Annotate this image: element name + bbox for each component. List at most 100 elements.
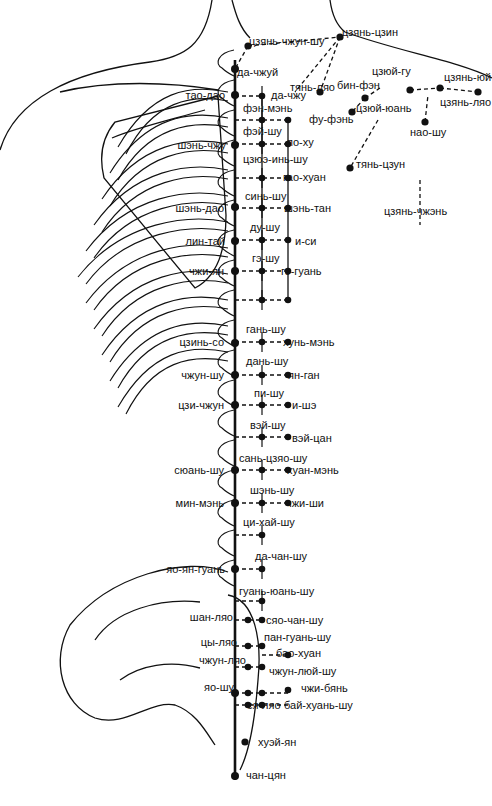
rib — [102, 177, 228, 232]
meridian-line — [234, 60, 237, 780]
acupoint-dot — [346, 164, 353, 171]
point-label: чжи-ши — [286, 498, 324, 509]
acupoint-dot — [259, 434, 266, 441]
acupoint-dot — [231, 91, 239, 99]
acupoint-dot — [259, 141, 266, 148]
acupoint-dot — [474, 88, 481, 95]
acupoint-dot — [259, 402, 266, 409]
acupoint-dot — [231, 203, 239, 211]
rib — [126, 99, 228, 154]
point-label: цзянь-ляо — [440, 97, 491, 108]
point-label: гуань-юань-шу — [239, 586, 314, 597]
point-label: фэй-шу — [243, 126, 282, 137]
acupoint-dot — [436, 84, 443, 91]
point-label: и-шэ — [292, 400, 316, 411]
acupoint-dot — [231, 401, 239, 409]
acupoint-dot — [231, 141, 239, 149]
point-label: да-чжу — [271, 90, 306, 101]
point-label: цзянь-чжэнь — [384, 206, 447, 217]
point-label: бин-фэн — [337, 80, 380, 91]
acupoint-dot — [231, 565, 239, 573]
acupoint-dot — [259, 500, 266, 507]
point-label: вэй-шу — [250, 420, 286, 431]
point-label: да-чан-шу — [255, 551, 307, 562]
acupoint-dot — [245, 643, 252, 650]
vertebra — [218, 410, 234, 436]
point-label: цзюй-юань — [356, 103, 411, 114]
point-label: фэн-мэнь — [243, 103, 292, 114]
acupoint-dot — [259, 117, 266, 124]
point-label: гэ-шу — [252, 253, 280, 264]
point-label: ду-шу — [250, 222, 280, 233]
point-label: да-чжуй — [237, 67, 278, 78]
vertebra — [218, 440, 234, 466]
acupoint-dot — [245, 690, 252, 697]
vertebra — [218, 170, 234, 196]
rib — [94, 203, 228, 258]
acupoint-dot — [259, 532, 266, 539]
acupoint-dot — [259, 467, 266, 474]
acupoint-dot — [421, 118, 428, 125]
point-label: лин-тай — [186, 236, 225, 247]
point-label: тао-дао — [186, 90, 225, 101]
acupoint-dot — [285, 117, 292, 124]
point-label: яо-ян-гуань — [166, 564, 225, 575]
point-label: сюань-шу — [174, 465, 224, 476]
body-outline — [0, 0, 492, 770]
point-label: чан-цян — [246, 770, 286, 781]
point-label: бай-хуань-шу — [284, 700, 353, 711]
rib — [94, 255, 228, 310]
point-label: мин-мэнь — [176, 498, 224, 509]
acupoint-dot — [241, 738, 248, 745]
dashed-meridian — [235, 95, 262, 96]
point-label: цзюэ-инь-шу — [243, 154, 308, 165]
point-label: бао-хуан — [276, 648, 321, 659]
dashed-meridian — [248, 37, 340, 46]
acupoint-dot — [231, 237, 239, 245]
rib — [118, 125, 228, 180]
acupoint-dot — [406, 86, 413, 93]
point-label: дань-шу — [246, 356, 288, 367]
point-label: цзянь-юй — [444, 72, 491, 83]
acupoint-dot — [231, 267, 239, 275]
point-label: цзи-чжун — [178, 400, 224, 411]
point-label: фу-фэнь — [309, 114, 354, 125]
point-label: цы-ляо — [201, 637, 237, 648]
acupoint-dot — [361, 94, 368, 101]
point-label: шэнь-тан — [284, 203, 331, 214]
point-label: чжун-люй-шу — [269, 666, 336, 677]
point-label: ян-ган — [288, 370, 320, 381]
point-label: цзянь-чжун-шу — [249, 36, 324, 47]
acupoint-dot — [285, 237, 292, 244]
acupoint-dot — [259, 297, 266, 304]
point-label: ци-хай-шу — [243, 517, 295, 528]
vertebra — [218, 290, 234, 316]
acupoint-dot — [231, 466, 239, 474]
point-label: тянь-цзун — [356, 159, 405, 170]
point-label: шан-ляо — [190, 612, 233, 623]
rib — [126, 359, 228, 414]
acupoint-dot — [259, 372, 266, 379]
point-label: цзянь-цзин — [342, 27, 398, 38]
neck-line — [232, 0, 250, 38]
acupoint-dot — [259, 643, 266, 650]
acupoint-dot — [259, 617, 266, 624]
acupoint-dot — [259, 175, 266, 182]
dashed-meridian — [425, 95, 428, 122]
point-label: чжи-бянь — [301, 683, 348, 694]
point-label: хуан-мэнь — [287, 465, 339, 476]
vertebra — [218, 530, 234, 556]
dashed-meridian — [419, 180, 420, 225]
point-label: яо-шу — [204, 682, 234, 693]
rib — [78, 219, 228, 277]
vertebra — [218, 110, 234, 136]
point-label: синь-шу — [245, 191, 286, 202]
ribs — [78, 89, 228, 414]
point-label: по-ху — [287, 137, 314, 148]
point-label: гао-хуан — [283, 172, 326, 183]
point-label: чжи-ян — [189, 266, 224, 277]
point-label: цзюй-гу — [372, 66, 411, 77]
acupoint-dot — [231, 371, 239, 379]
